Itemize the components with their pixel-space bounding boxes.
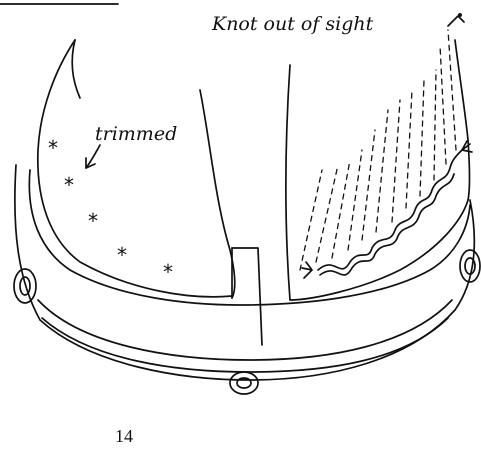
shoe-base [15,165,474,380]
trim-mark: * [117,243,127,267]
trim-mark: * [163,260,173,284]
dashed-threads [300,30,456,270]
left-flap [38,40,235,298]
page-number: 14 [115,426,133,446]
center-seam [232,248,262,345]
trim-mark: * [64,173,74,197]
trimmed-arrow [86,145,100,168]
front-ring [230,372,258,394]
trim-marks: * * * * * [48,136,173,284]
knot-label: Knot out of sight [211,13,374,35]
trim-mark: * [48,136,58,160]
trim-mark: * [88,209,98,233]
knot-marker [448,13,464,26]
trimmed-label: trimmed [95,123,177,145]
